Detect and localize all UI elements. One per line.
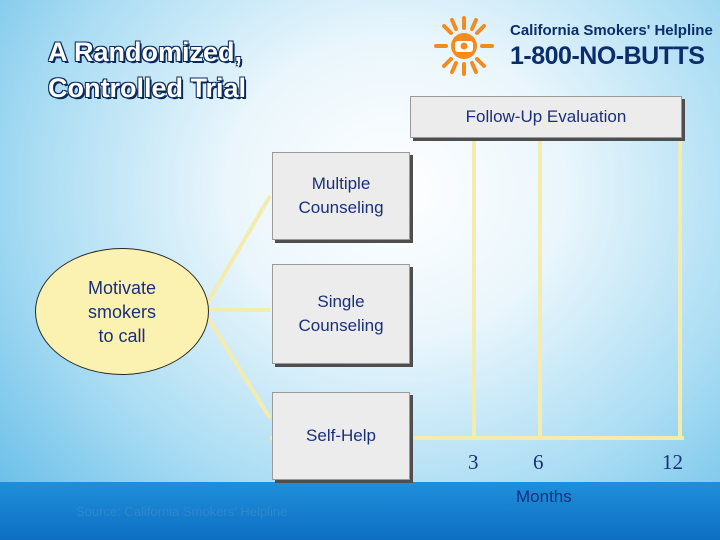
bottom-band	[0, 482, 720, 540]
arm-self-help: Self-Help	[272, 392, 410, 480]
start-node-line-1: Motivate	[87, 277, 157, 298]
arm-single-counseling: Single Counseling	[272, 264, 410, 364]
start-node-motivate: Motivate smokers to call	[35, 248, 209, 375]
title-line-2: Controlled Trial	[48, 73, 247, 103]
sun-phone-icon	[434, 16, 494, 76]
timepoint-3: 3	[468, 450, 479, 474]
branch-line-selfhelp	[203, 311, 272, 420]
arm-multiple-counseling: Multiple Counseling	[272, 152, 410, 240]
arm-self-help-label: Self-Help	[306, 426, 376, 445]
timepoint-6: 6	[533, 450, 544, 474]
logo-phone-number: 1-800-NO-BUTTS	[510, 42, 705, 70]
helpline-logo: California Smokers' Helpline 1-800-NO-BU…	[428, 14, 713, 78]
source-note: Source: California Smokers' Helpline	[76, 504, 288, 519]
start-node-line-2: smokers	[87, 301, 156, 322]
followup-evaluation-box: Follow-Up Evaluation	[410, 96, 682, 138]
branch-line-multiple	[203, 194, 272, 309]
months-axis-label: Months	[516, 487, 572, 506]
arm-single-line-2: Counseling	[298, 316, 384, 335]
title-line-1: A Randomized,	[48, 37, 243, 67]
slide-title: A Randomized, Controlled Trial	[48, 34, 348, 106]
arm-multiple-line-2: Counseling	[298, 198, 384, 217]
timepoint-12: 12	[662, 450, 683, 474]
arm-multiple-line-1: Multiple	[311, 174, 371, 193]
followup-label: Follow-Up Evaluation	[465, 107, 627, 126]
logo-name: California Smokers' Helpline	[510, 22, 713, 39]
start-node-line-3: to call	[98, 325, 146, 346]
branch-lines	[203, 194, 272, 420]
arm-single-line-1: Single	[317, 292, 365, 311]
